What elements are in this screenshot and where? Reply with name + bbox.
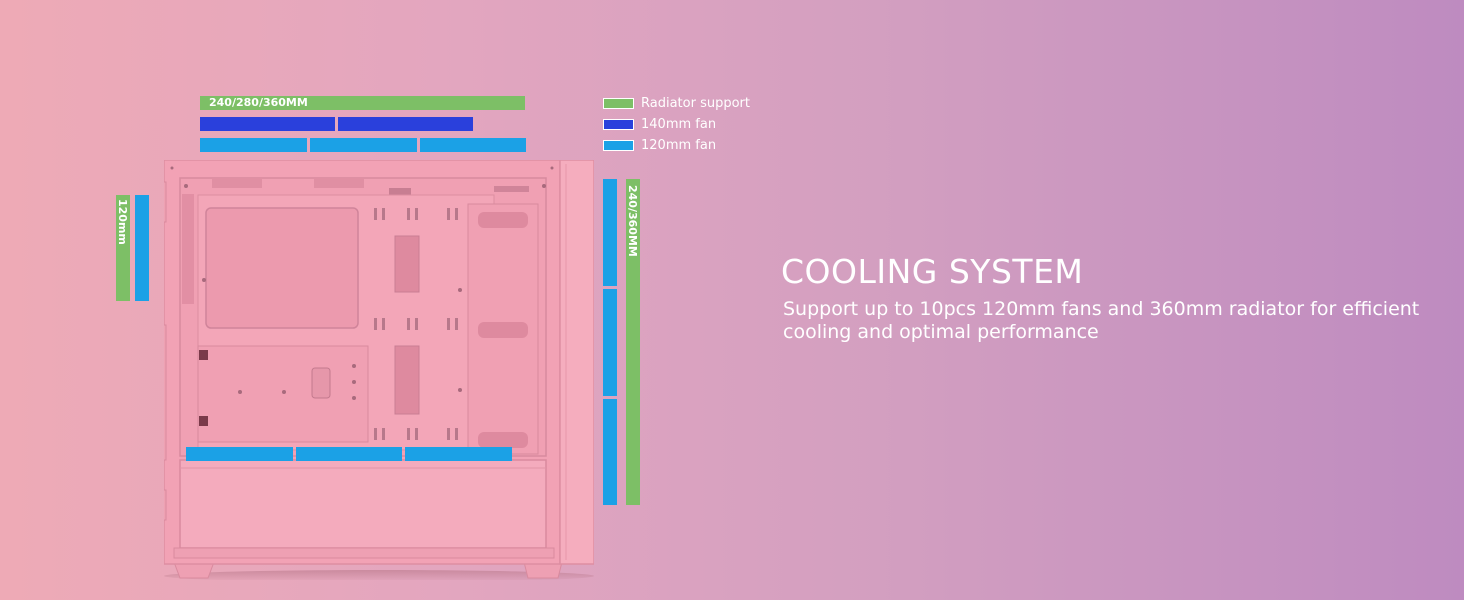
section-description: Support up to 10pcs 120mm fans and 360mm… [783, 298, 1420, 343]
legend-swatch-140mm-fan [603, 118, 634, 130]
front-120mm-fan-bar-1 [603, 179, 617, 286]
top-120mm-fan-bar-2 [310, 138, 417, 152]
legend-item-140mm-fan: 140mm fan [603, 116, 716, 132]
rear-120mm-fan-bar [135, 195, 149, 301]
legend-label-radiator: Radiator support [641, 95, 750, 111]
top-radiator-bar: 240/280/360MM [200, 96, 525, 110]
legend-item-radiator: Radiator support [603, 95, 750, 111]
front-radiator-label: 240/360MM [626, 185, 639, 257]
bottom-120mm-fan-bar-3 [405, 447, 512, 461]
legend-label-120mm-fan: 120mm fan [641, 137, 717, 153]
top-140mm-fan-bar-2 [338, 117, 473, 131]
legend-label-140mm-fan: 140mm fan [641, 116, 717, 132]
top-140mm-fan-bar-1 [200, 117, 335, 131]
front-radiator-bar: 240/360MM [626, 179, 640, 505]
legend-swatch-120mm-fan [603, 139, 634, 151]
top-120mm-fan-bar-1 [200, 138, 307, 152]
legend-swatch-radiator [603, 97, 634, 109]
top-radiator-label: 240/280/360MM [209, 96, 308, 109]
top-120mm-fan-bar-3 [420, 138, 526, 152]
section-title: COOLING SYSTEM [781, 252, 1084, 291]
bottom-120mm-fan-bar-2 [296, 447, 402, 461]
bottom-120mm-fan-bar-1 [186, 447, 293, 461]
front-120mm-fan-bar-2 [603, 289, 617, 396]
rear-fan-label: 120mm [116, 199, 129, 245]
front-120mm-fan-bar-3 [603, 399, 617, 505]
rear-radiator-bar: 120mm [116, 195, 130, 301]
legend-item-120mm-fan: 120mm fan [603, 137, 716, 153]
pc-case-illustration [155, 159, 595, 582]
